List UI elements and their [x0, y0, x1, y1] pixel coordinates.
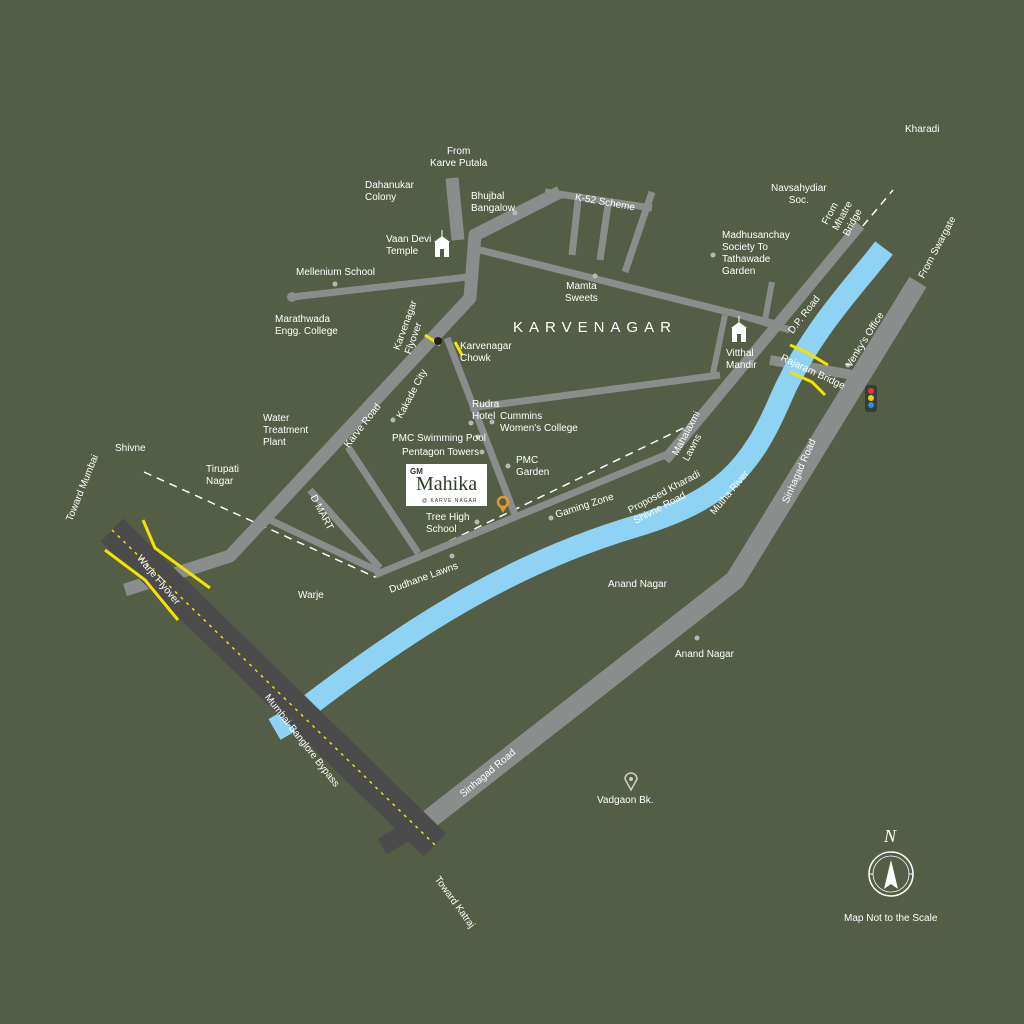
label-vitthal-mandir: Vitthal Mandir — [726, 348, 757, 371]
karve-putala-road — [445, 177, 465, 241]
gaming-dot — [548, 515, 554, 521]
vadgaon-pin-icon — [624, 772, 638, 792]
area-title: KARVENAGAR — [513, 319, 677, 336]
label-dahanukar-colony: Dahanukar Colony — [365, 180, 414, 203]
label-marathwada: Marathwada Engg. College — [275, 314, 338, 337]
compass-north-letter: N — [884, 826, 897, 846]
rajaram-flyover-mark — [789, 343, 829, 397]
label-shivne: Shivne — [115, 443, 146, 454]
rudra-dot — [468, 420, 474, 426]
pentagon-dot — [479, 449, 485, 455]
marathwada-dot — [287, 292, 297, 302]
project-logo[interactable]: GM Mahika @ KARVE NAGAR — [406, 464, 487, 506]
label-pmc-garden: PMC Garden — [516, 455, 550, 478]
project-subtitle: @ KARVE NAGAR — [422, 498, 478, 504]
project-name: Mahika — [416, 473, 478, 495]
label-tree-high-school: Tree High School — [426, 512, 470, 535]
label-madhusanchay: Madhusanchay Society To Tathawade Garden — [722, 230, 790, 277]
label-karvenagar-chowk: Karvenagar Chowk — [460, 341, 512, 364]
vitthal-road — [709, 314, 728, 379]
karvenagar-chowk-dot — [434, 337, 442, 345]
mellenium-school-road — [291, 273, 469, 301]
label-tirupati-nagar: Tirupati Nagar — [206, 464, 239, 487]
temple-icon — [434, 230, 450, 257]
label-mellenium-school: Mellenium School — [296, 267, 375, 278]
cummins-dot — [489, 419, 495, 425]
madhusanchay-link — [728, 308, 792, 334]
label-from-karve-putala: From Karve Putala — [430, 146, 488, 169]
mamta-dot — [592, 273, 598, 279]
bhujbal-dot — [512, 210, 518, 216]
temple-icon — [731, 316, 747, 342]
dudhane-dot — [449, 553, 455, 559]
label-pmc-swimming-pool: PMC Swimming Pool — [392, 433, 486, 444]
scale-note: Map Not to the Scale — [844, 913, 938, 924]
cummins-college-road — [469, 371, 721, 412]
sinhagad-road — [411, 276, 927, 836]
project-location-pin-icon — [496, 495, 510, 513]
kakade-dot — [390, 417, 396, 423]
pmc-garden-dot — [505, 463, 511, 469]
label-navsahydiar: Navsahydiar Soc. — [771, 183, 827, 206]
traffic-signal-icon — [865, 385, 877, 412]
label-bhujbal-bangalow: Bhujbal Bangalow — [471, 191, 515, 214]
bypass-end — [377, 823, 413, 855]
rajaram-bridge-road — [769, 355, 859, 381]
gaming-zone-road — [373, 449, 672, 579]
anand-dot — [694, 635, 700, 641]
warje-flyover-top — [141, 519, 211, 590]
label-mamta-sweets: Mamta Sweets — [565, 281, 598, 304]
label-vadgaon: Vadgaon Bk. — [597, 795, 654, 806]
madhusanchay-dot — [710, 252, 716, 258]
kakade-road — [345, 445, 421, 555]
compass-icon — [868, 851, 914, 897]
label-vaan-devi-temple: Vaan Devi Temple — [386, 234, 432, 257]
bypass-center-line — [111, 529, 436, 846]
mutha-river — [296, 241, 893, 719]
karve-road — [122, 186, 563, 597]
dp-road — [660, 221, 865, 464]
label-warje: Warje — [298, 590, 324, 601]
swimming-dot — [475, 434, 481, 440]
mellenium-dot — [332, 281, 338, 287]
warje-flyover-bottom — [104, 548, 180, 621]
venky-dot — [845, 362, 851, 368]
k52-road — [544, 188, 656, 274]
tree-school-dot — [474, 519, 480, 525]
label-anand-nagar-2: Anand Nagar — [675, 649, 734, 660]
label-pentagon-towers: Pentagon Towers — [402, 447, 480, 458]
label-cummins-womens-college: Cummins Women's College — [500, 411, 578, 434]
label-kharadi: Kharadi — [905, 124, 940, 135]
label-anand-nagar-1: Anand Nagar — [608, 579, 667, 590]
dmart-road — [268, 487, 383, 576]
chowk-south-road — [443, 336, 519, 517]
madhusanchay-road — [762, 281, 775, 321]
label-water-treatment-plant: Water Treatment Plant — [263, 413, 309, 448]
label-rudra-hotel: Rudra Hotel — [472, 399, 500, 422]
project-brand: GM — [410, 467, 423, 476]
